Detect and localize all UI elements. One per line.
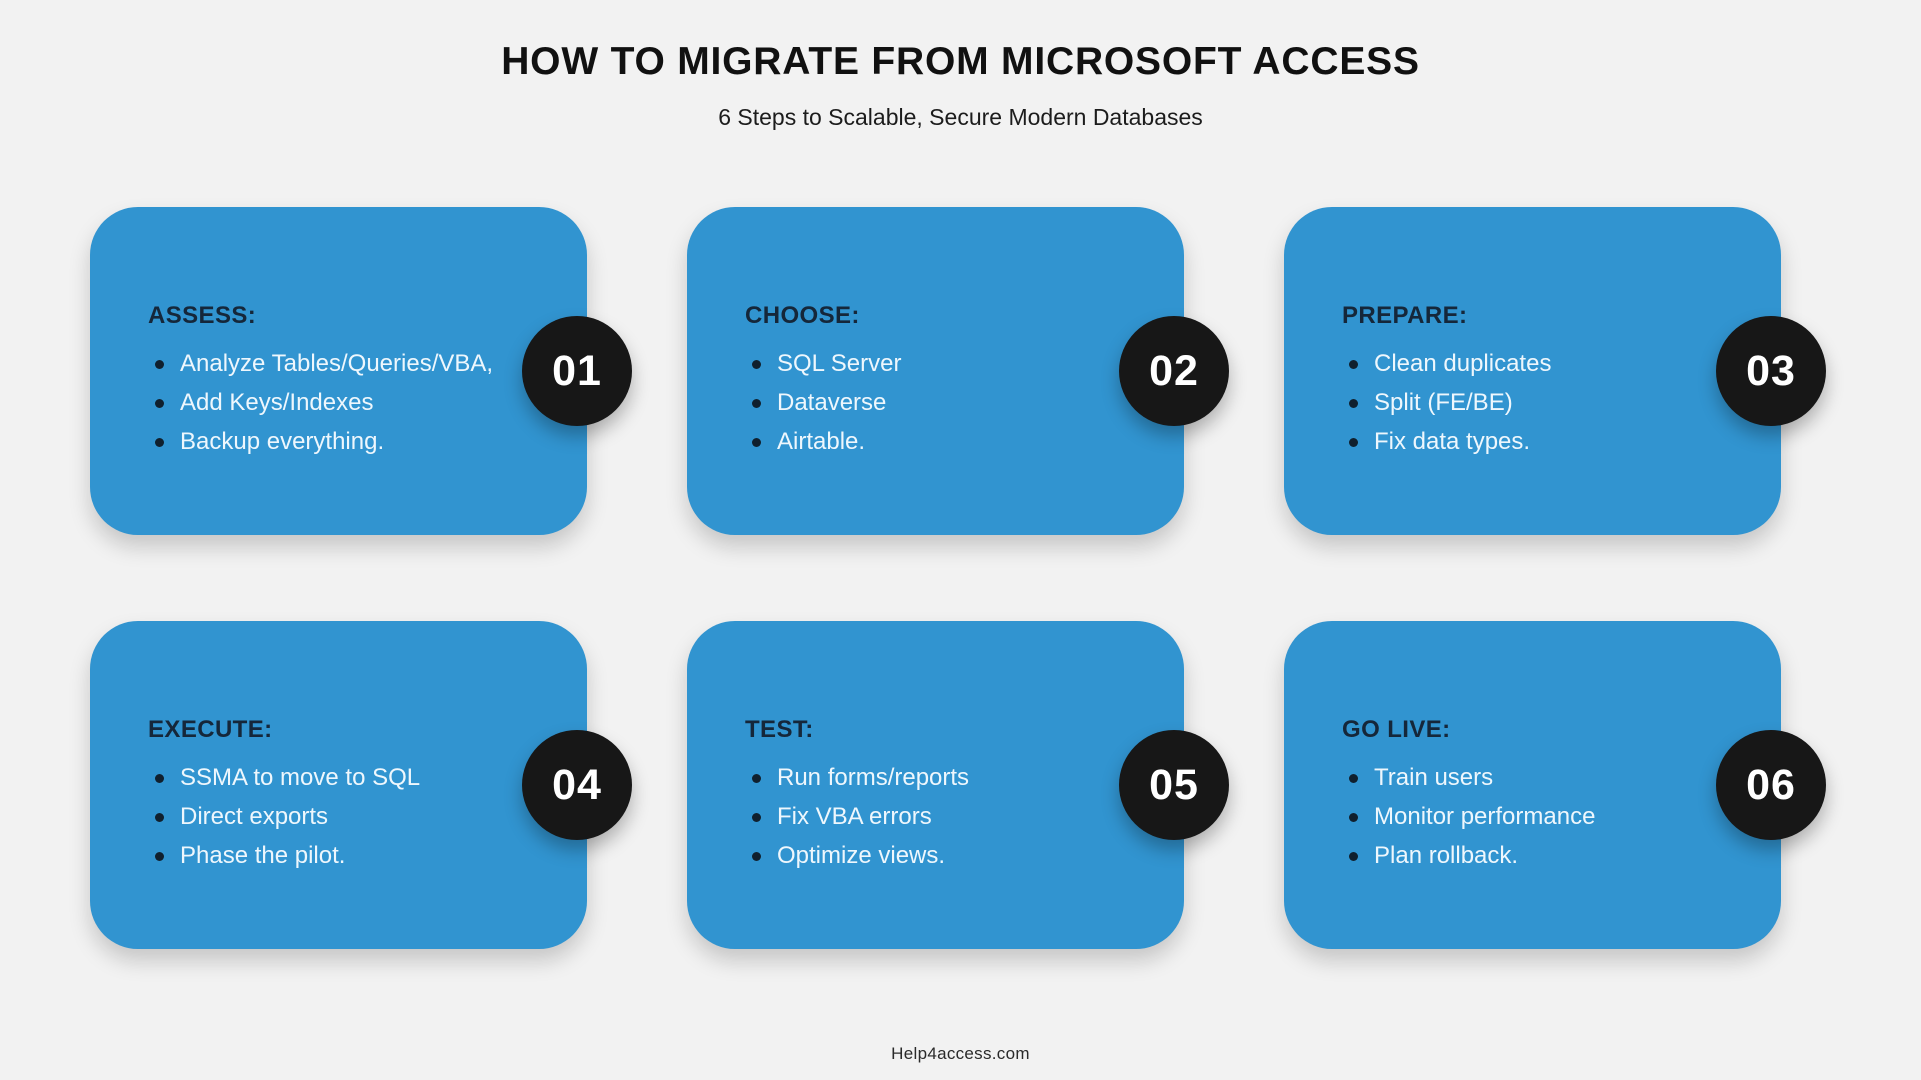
bullet-item: Fix VBA errors bbox=[745, 797, 1084, 836]
steps-grid: ASSESS: Analyze Tables/Queries/VBA, Add … bbox=[90, 207, 1921, 949]
step-number-badge: 03 bbox=[1716, 316, 1826, 426]
bullet-item: SSMA to move to SQL bbox=[148, 758, 487, 797]
bullet-item: Clean duplicates bbox=[1342, 344, 1681, 383]
header: HOW TO MIGRATE FROM MICROSOFT ACCESS 6 S… bbox=[0, 0, 1921, 131]
bullet-list: Run forms/reports Fix VBA errors Optimiz… bbox=[745, 758, 1084, 875]
bullet-item: Add Keys/Indexes bbox=[148, 383, 487, 422]
step-card-execute: EXECUTE: SSMA to move to SQL Direct expo… bbox=[90, 621, 632, 949]
bullet-item: Train users bbox=[1342, 758, 1681, 797]
step-card-prepare: PREPARE: Clean duplicates Split (FE/BE) … bbox=[1284, 207, 1826, 535]
bullet-item: Run forms/reports bbox=[745, 758, 1084, 797]
step-card-test: TEST: Run forms/reports Fix VBA errors O… bbox=[687, 621, 1229, 949]
step-number-badge: 02 bbox=[1119, 316, 1229, 426]
card-heading: EXECUTE: bbox=[148, 715, 273, 743]
bullet-item: Airtable. bbox=[745, 422, 1084, 461]
bullet-list: SSMA to move to SQL Direct exports Phase… bbox=[148, 758, 487, 875]
page-title: HOW TO MIGRATE FROM MICROSOFT ACCESS bbox=[501, 40, 1420, 83]
bullet-item: Optimize views. bbox=[745, 836, 1084, 875]
bullet-item: Analyze Tables/Queries/VBA, bbox=[148, 344, 493, 383]
bullet-item: Split (FE/BE) bbox=[1342, 383, 1681, 422]
footer-url: Help4access.com bbox=[891, 1044, 1030, 1063]
step-number-badge: 01 bbox=[522, 316, 632, 426]
bullet-item: Backup everything. bbox=[148, 422, 487, 461]
step-card-choose: CHOOSE: SQL Server Dataverse Airtable. 0… bbox=[687, 207, 1229, 535]
bullet-item: Phase the pilot. bbox=[148, 836, 487, 875]
step-number-badge: 04 bbox=[522, 730, 632, 840]
bullet-item: Plan rollback. bbox=[1342, 836, 1681, 875]
card-heading: TEST: bbox=[745, 715, 814, 743]
step-number-badge: 06 bbox=[1716, 730, 1826, 840]
bullet-item: SQL Server bbox=[745, 344, 1084, 383]
card-heading: ASSESS: bbox=[148, 301, 257, 329]
card-heading: GO LIVE: bbox=[1342, 715, 1451, 743]
bullet-list: SQL Server Dataverse Airtable. bbox=[745, 344, 1084, 461]
step-number-badge: 05 bbox=[1119, 730, 1229, 840]
bullet-item: Direct exports bbox=[148, 797, 487, 836]
page-subtitle: 6 Steps to Scalable, Secure Modern Datab… bbox=[718, 104, 1203, 130]
bullet-item: Fix data types. bbox=[1342, 422, 1681, 461]
bullet-item: Monitor performance bbox=[1342, 797, 1681, 836]
card-heading: PREPARE: bbox=[1342, 301, 1468, 329]
bullet-list: Clean duplicates Split (FE/BE) Fix data … bbox=[1342, 344, 1681, 461]
bullet-list: Analyze Tables/Queries/VBA, Add Keys/Ind… bbox=[148, 344, 493, 461]
step-card-assess: ASSESS: Analyze Tables/Queries/VBA, Add … bbox=[90, 207, 632, 535]
card-heading: CHOOSE: bbox=[745, 301, 860, 329]
step-card-go-live: GO LIVE: Train users Monitor performance… bbox=[1284, 621, 1826, 949]
bullet-list: Train users Monitor performance Plan rol… bbox=[1342, 758, 1681, 875]
bullet-item: Dataverse bbox=[745, 383, 1084, 422]
